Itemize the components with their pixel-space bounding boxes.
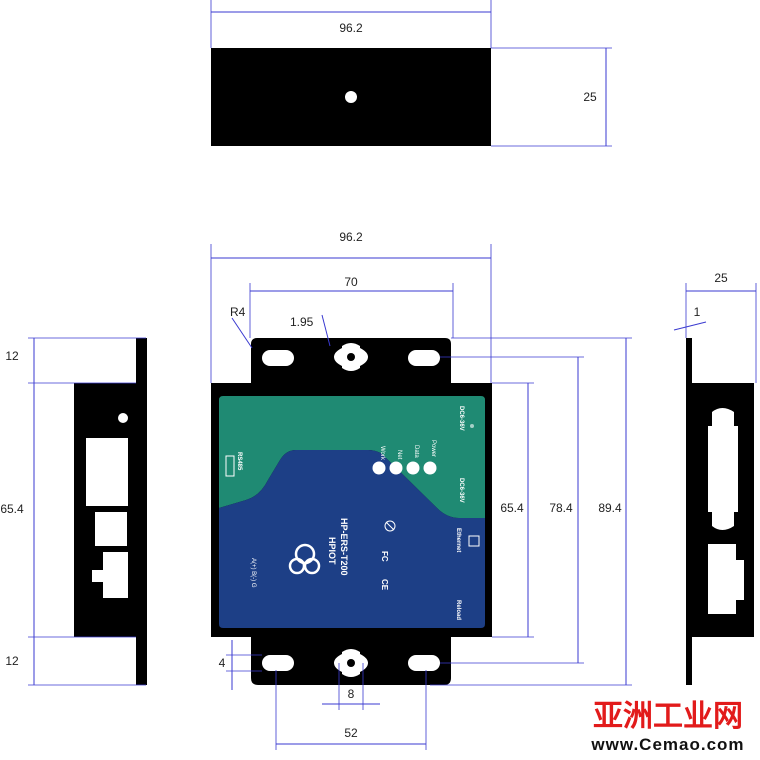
radius-leader-line (231, 317, 253, 349)
top-view: 96.2 25 (210, 0, 612, 147)
left-view-hole (118, 413, 128, 423)
mount-height-label: 78.4 (549, 501, 573, 515)
cert-ce-label: CE (380, 579, 389, 591)
left-view-flange (136, 338, 147, 685)
right-side-view: 25 1 (673, 271, 757, 685)
port-label: RS485 (236, 452, 242, 471)
total-height-label: 89.4 (598, 501, 622, 515)
model-label: HP-ERS-T200 (339, 518, 349, 576)
top-left-slot (262, 350, 294, 366)
slot-gap-label: 1.95 (290, 315, 314, 329)
watermark: 亚洲工业网 www.Cemao.com (590, 699, 744, 754)
brand-label: HPIOT (327, 537, 337, 565)
left-view-port-b (95, 512, 127, 546)
left-mid-label: 65.4 (0, 502, 24, 516)
watermark-url: www.Cemao.com (590, 735, 744, 754)
left-view-port-c (92, 552, 128, 598)
top-view-hole (345, 91, 357, 103)
teal-panel (219, 396, 485, 518)
side-thickness-leader-line (673, 321, 707, 331)
face-panel: Work Net Data Power DC6-36V DC6-36V RS48… (219, 396, 485, 628)
led-data-label: Data (413, 445, 419, 458)
left-top-label: 12 (5, 349, 19, 363)
no-dispose-icon (384, 520, 396, 532)
led-net (389, 461, 403, 475)
power-label-top: DC6-36V (458, 406, 464, 431)
rs485-pins-label: A(+) B(-) G (250, 558, 256, 588)
led-work-label: Work (379, 446, 385, 461)
front-view: Work Net Data Power DC6-36V DC6-36V RS48… (210, 230, 632, 750)
bottom-spacing-label: 52 (344, 726, 358, 740)
top-width-label: 96.2 (339, 21, 363, 35)
top-height-label: 25 (583, 90, 597, 104)
reload-label: Reload (455, 600, 461, 620)
top-right-slot (408, 350, 440, 366)
port-marker-icon (225, 455, 235, 477)
side-thickness-label: 1 (694, 305, 701, 319)
slot-gap-leader-line (321, 314, 331, 347)
right-view-db9-port (708, 408, 738, 530)
hole-spacing-label: 70 (344, 275, 358, 289)
cloud-logo-icon (288, 543, 321, 575)
cert-fc-label: FC (380, 551, 389, 562)
bottom-right-slot (408, 655, 440, 671)
led-work (372, 461, 386, 475)
power-indicator-dot (470, 424, 474, 428)
right-view-terminal-port (708, 544, 744, 614)
front-width-label: 96.2 (339, 230, 363, 244)
led-net-label: Net (396, 450, 402, 460)
left-view-port-a (86, 438, 128, 506)
left-side-view: 12 65.4 12 (0, 337, 147, 686)
right-view-flange (686, 338, 692, 685)
led-power (423, 461, 437, 475)
corner-radius-label: R4 (230, 305, 246, 319)
led-power-label: Power (430, 440, 436, 457)
ethernet-port-icon (468, 535, 480, 547)
left-bottom-label: 12 (5, 654, 19, 668)
watermark-title: 亚洲工业网 (593, 699, 743, 734)
led-data (406, 461, 420, 475)
blue-panel (219, 450, 485, 628)
slot-height-label: 4 (219, 656, 226, 670)
side-width-label: 25 (714, 271, 728, 285)
bottom-left-slot (262, 655, 294, 671)
bottom-slot-label: 8 (348, 687, 355, 701)
power-label-bottom: DC6-36V (458, 478, 464, 503)
body-height-label: 65.4 (500, 501, 524, 515)
ethernet-label: Ethernet (455, 528, 461, 552)
